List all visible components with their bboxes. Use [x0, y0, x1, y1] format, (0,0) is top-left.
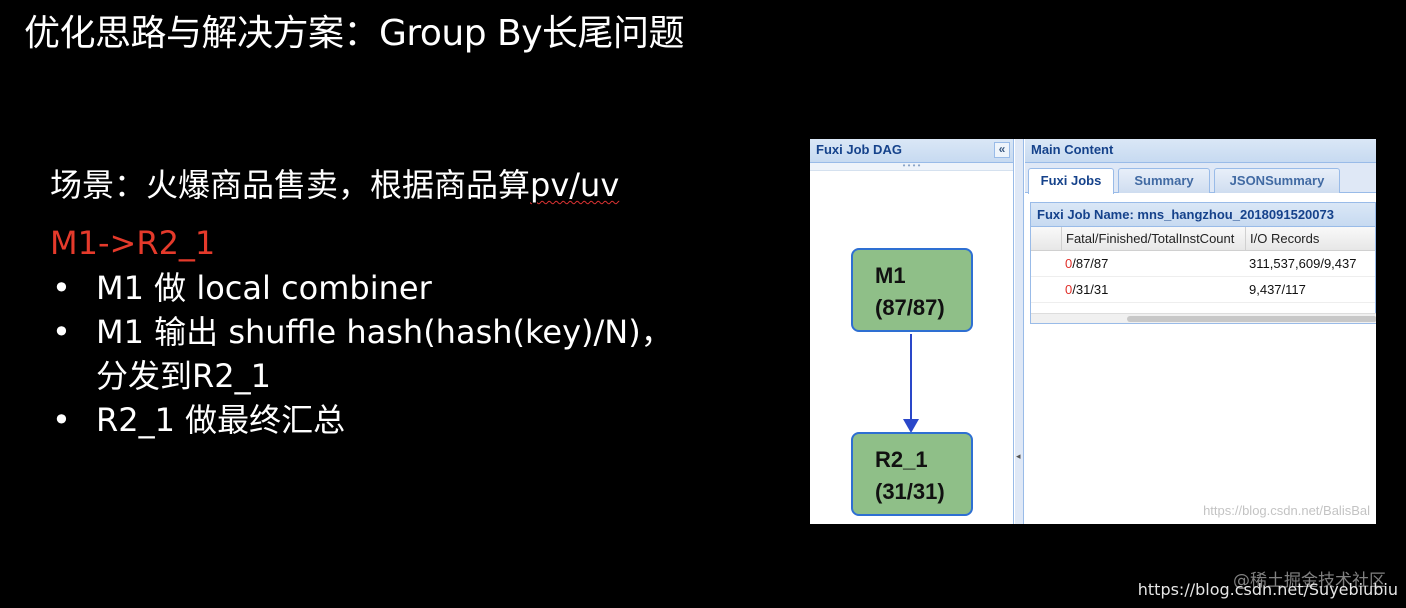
- cell-io-records: 311,537,609/9,437: [1249, 256, 1357, 271]
- cell-inst-count: 0/31/31: [1061, 277, 1245, 303]
- table-row[interactable]: 0/87/87 311,537,609/9,437: [1031, 251, 1375, 277]
- node-count: (87/87): [875, 295, 945, 320]
- tab-summary[interactable]: Summary: [1118, 168, 1210, 193]
- column-header-io-records[interactable]: I/O Records: [1245, 227, 1376, 251]
- fuxi-screenshot: Fuxi Job DAG « • • • • M1 (87/87) R2_1 (…: [810, 139, 1376, 524]
- dag-edge: [910, 334, 912, 420]
- finished-total: /87/87: [1072, 256, 1109, 271]
- job-grid-panel: Fuxi Job Name: mns_hangzhou_201809152007…: [1030, 202, 1376, 324]
- chevron-left-icon[interactable]: ◂: [1016, 451, 1021, 461]
- bullet-text-continued: 分发到R2_1: [96, 357, 271, 395]
- panel-splitter[interactable]: ◂: [1015, 139, 1024, 524]
- bullet-dot: •: [52, 313, 71, 351]
- horizontal-scrollbar[interactable]: [1031, 313, 1376, 323]
- bullet-text: M1 输出 shuffle hash(hash(key)/N)，: [96, 313, 673, 351]
- bullet-text: M1 做 local combiner: [96, 269, 432, 307]
- node-name: M1: [875, 263, 906, 288]
- bullet-item: • R2_1 做最终汇总: [50, 398, 673, 442]
- table-row[interactable]: 0/31/31 9,437/117: [1031, 277, 1375, 303]
- main-panel-header: Main Content: [1025, 139, 1376, 163]
- tab-bar: Fuxi Jobs Summary JSONSummary: [1025, 163, 1376, 194]
- bullet-text: R2_1 做最终汇总: [96, 401, 346, 439]
- cell-inst-count: 0/87/87: [1061, 251, 1245, 277]
- job-name: Fuxi Job Name: mns_hangzhou_201809152007…: [1031, 203, 1375, 227]
- bullet-item: • M1 输出 shuffle hash(hash(key)/N)， 分发到R2_1: [50, 310, 673, 398]
- main-panel: Main Content Fuxi Jobs Summary JSONSumma…: [1025, 139, 1376, 524]
- tab-fuxi-jobs[interactable]: Fuxi Jobs: [1028, 168, 1114, 194]
- dag-panel: Fuxi Job DAG « • • • • M1 (87/87) R2_1 (…: [810, 139, 1014, 524]
- fatal-count: 0: [1065, 256, 1073, 271]
- collapse-icon[interactable]: «: [994, 142, 1010, 158]
- stage-label: M1->R2_1: [50, 224, 216, 262]
- bullet-list: • M1 做 local combiner • M1 输出 shuffle hash…: [50, 266, 673, 442]
- dag-node-m1[interactable]: M1 (87/87): [851, 248, 973, 332]
- bullet-dot: •: [52, 401, 71, 439]
- grid-header: Fatal/Finished/TotalInstCount I/O Record…: [1031, 227, 1375, 251]
- column-header-inst-count[interactable]: Fatal/Finished/TotalInstCount: [1061, 227, 1245, 251]
- dag-canvas: M1 (87/87) R2_1 (31/31): [810, 172, 1013, 524]
- dag-panel-header: Fuxi Job DAG «: [810, 139, 1013, 163]
- scenario-metric: pv/uv: [530, 166, 620, 204]
- fatal-count: 0: [1065, 282, 1073, 297]
- node-name: R2_1: [875, 447, 928, 472]
- screenshot-watermark: https://blog.csdn.net/BalisBal: [1203, 503, 1370, 518]
- bullet-item: • M1 做 local combiner: [50, 266, 673, 310]
- tab-json-summary[interactable]: JSONSummary: [1214, 168, 1340, 193]
- dag-panel-title: Fuxi Job DAG: [816, 142, 902, 157]
- dag-node-r2-1[interactable]: R2_1 (31/31): [851, 432, 973, 516]
- main-panel-title: Main Content: [1031, 142, 1114, 157]
- grip-icon[interactable]: • • • •: [810, 162, 1013, 171]
- finished-total: /31/31: [1072, 282, 1109, 297]
- url-watermark: https://blog.csdn.net/Suyebiubiu: [1137, 580, 1398, 599]
- scrollbar-thumb[interactable]: [1127, 316, 1376, 322]
- scenario-prefix: 场景：火爆商品售卖，根据商品算: [50, 166, 531, 204]
- scenario-text: 场景：火爆商品售卖，根据商品算pv/uv: [50, 164, 619, 206]
- slide-title: 优化思路与解决方案：Group By长尾问题: [24, 13, 685, 54]
- cell-io-records: 9,437/117: [1249, 282, 1306, 297]
- bullet-dot: •: [52, 269, 71, 307]
- arrow-down-icon: [903, 419, 919, 433]
- node-count: (31/31): [875, 479, 945, 504]
- site-watermark: @稀土掘金技术社区: [1233, 571, 1386, 591]
